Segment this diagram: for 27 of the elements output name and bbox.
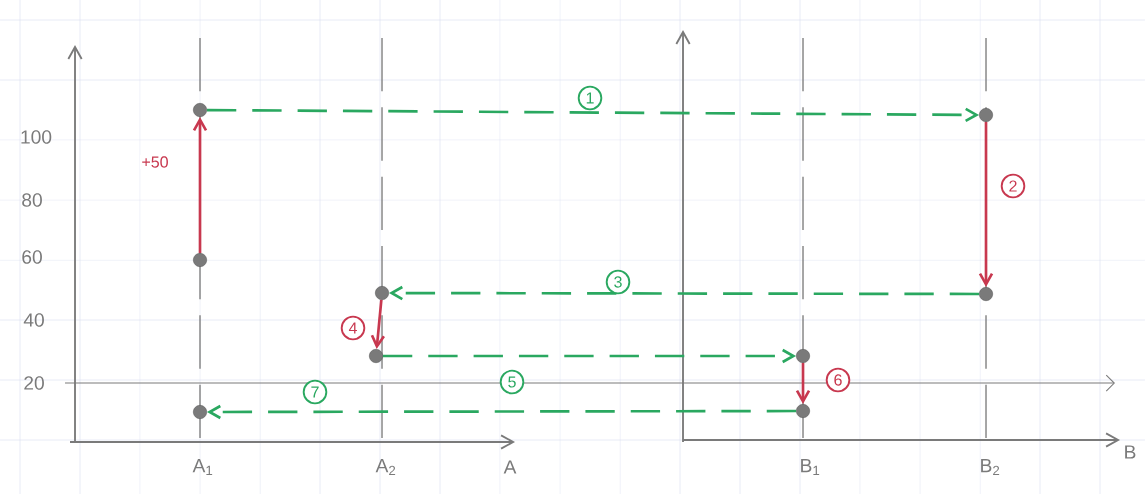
axis-tick-label: 60: [22, 250, 42, 264]
axis-label: A$_{2}$: [375, 458, 396, 476]
circled-number: 2: [1000, 173, 1026, 199]
circled-number: 5: [499, 369, 525, 395]
circled-number: 4: [340, 315, 366, 341]
circled-number: 3: [605, 269, 631, 295]
arrow: [382, 348, 797, 364]
arrow: [206, 404, 797, 420]
arrow: [388, 285, 980, 301]
axis-tick-label: 40: [23, 313, 44, 327]
axis-label: A: [503, 460, 517, 474]
axis-label: B$_{2}$: [981, 458, 1000, 476]
edge-label: +50: [140, 155, 170, 169]
circled-number: 1: [577, 85, 603, 111]
circled-number: 6: [825, 367, 851, 393]
axis-tick-label: 80: [22, 193, 42, 207]
circled-number: 7: [302, 379, 328, 405]
arrow: [206, 107, 980, 123]
arrow: [370, 299, 385, 350]
axis-tick-label: 100: [21, 130, 52, 144]
arrow: [978, 121, 994, 288]
arrow: [192, 116, 208, 254]
axis-tick-label: 20: [24, 376, 44, 390]
axis-label: A$_{1}$: [192, 458, 213, 476]
arrow: [795, 362, 811, 405]
axis-label: B: [1125, 445, 1136, 459]
axis-label: B$_{1}$: [801, 458, 820, 476]
